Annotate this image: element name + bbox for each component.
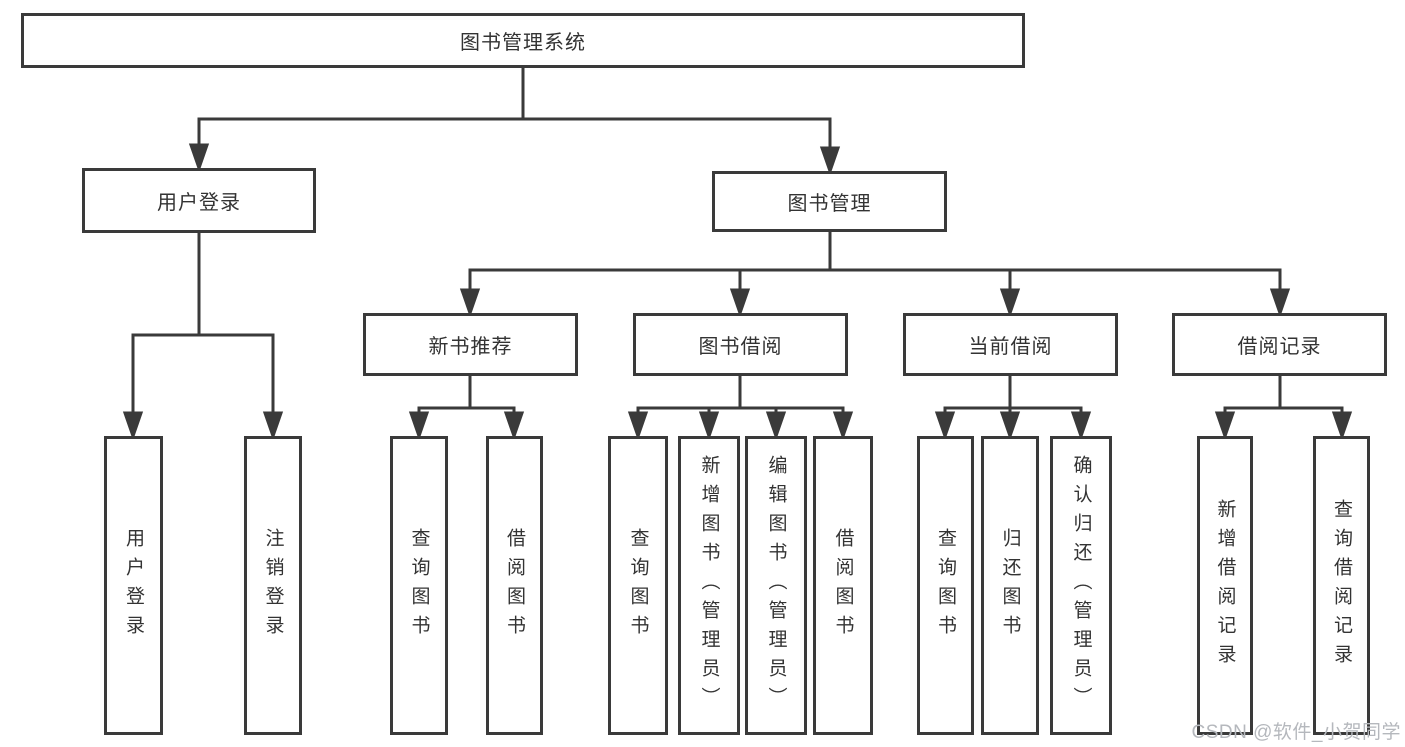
leaf-query-books-borrow: 查询图书 [608, 436, 668, 735]
node-book-borrow: 图书借阅 [633, 313, 848, 376]
node-new-book-recommend: 新书推荐 [363, 313, 578, 376]
node-label: 图书管理 [787, 193, 872, 215]
leaf-return-book: 归还图书 [981, 436, 1039, 735]
node-label: 查询图书 [408, 527, 430, 644]
leaf-query-books-current: 查询图书 [917, 436, 974, 735]
node-book-management: 图书管理 [712, 171, 947, 232]
node-label: 归还图书 [999, 527, 1021, 644]
node-label: 借阅图书 [504, 527, 525, 644]
node-label: 当前借阅 [968, 336, 1053, 358]
leaf-query-books-recommend: 查询图书 [390, 436, 448, 735]
node-label: 图书借阅 [698, 336, 783, 358]
node-borrow-records: 借阅记录 [1172, 313, 1387, 376]
node-label: 注销登录 [262, 527, 284, 644]
node-current-borrow: 当前借阅 [903, 313, 1118, 376]
leaf-edit-book-admin: 编辑图书（管理员） [745, 436, 807, 735]
node-label: 编辑图书（管理员） [765, 455, 787, 716]
node-label: 新增借阅记录 [1214, 498, 1236, 673]
leaf-borrow-books-recommend: 借阅图书 [486, 436, 543, 735]
node-label: 新书推荐 [428, 336, 513, 358]
node-label: 借阅图书 [832, 527, 854, 644]
csdn-watermark: CSDN @软件_小贺同学 [1191, 722, 1401, 743]
node-user-login: 用户登录 [82, 168, 316, 233]
node-root-library-system: 图书管理系统 [21, 13, 1025, 68]
leaf-borrow-books: 借阅图书 [813, 436, 873, 735]
node-label: 查询图书 [935, 527, 956, 644]
node-label: 用户登录 [157, 192, 241, 214]
node-label: 查询借阅记录 [1331, 498, 1352, 673]
node-label: 查询图书 [627, 527, 649, 644]
node-label: 用户登录 [123, 527, 144, 644]
node-label: 新增图书（管理员） [698, 455, 720, 716]
node-label: 借阅记录 [1237, 336, 1322, 358]
leaf-user-login: 用户登录 [104, 436, 163, 735]
leaf-confirm-return-admin: 确认归还（管理员） [1050, 436, 1112, 735]
leaf-add-book-admin: 新增图书（管理员） [678, 436, 740, 735]
leaf-query-borrow-record: 查询借阅记录 [1313, 436, 1370, 735]
leaf-add-borrow-record: 新增借阅记录 [1197, 436, 1253, 735]
node-label: 确认归还（管理员） [1070, 455, 1092, 716]
node-label: 图书管理系统 [460, 32, 586, 54]
leaf-logout: 注销登录 [244, 436, 302, 735]
